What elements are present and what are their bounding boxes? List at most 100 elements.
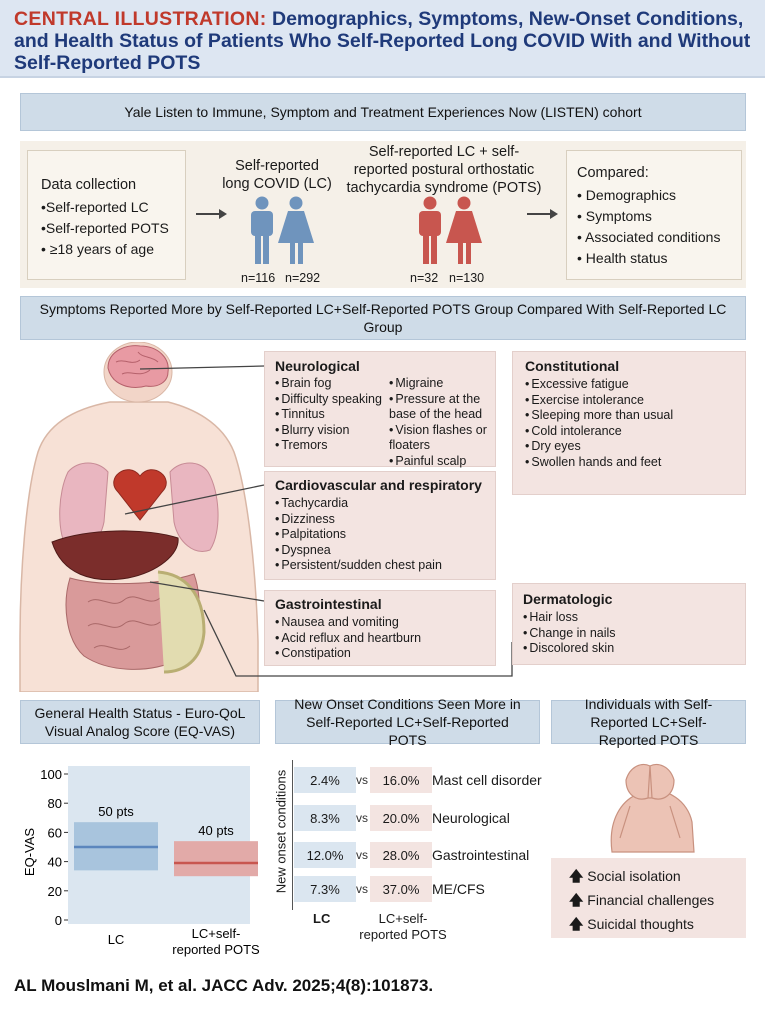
new-onset-axis-label: New onset conditions bbox=[273, 769, 289, 894]
col-lc-label: LC bbox=[313, 911, 331, 926]
y-tick-label: 100 bbox=[40, 767, 62, 782]
pots-pct: 16.0% bbox=[370, 767, 432, 793]
data-label: 40 pts bbox=[198, 823, 234, 838]
x-label-lc: LC bbox=[108, 932, 125, 947]
data-collection-item: •Self-reported POTS bbox=[41, 220, 169, 236]
gastro-list: Nausea and vomiting Acid reflux and hear… bbox=[275, 615, 485, 662]
compared-heading: Compared: bbox=[577, 165, 649, 181]
neuro-item: Brain fog bbox=[275, 376, 382, 392]
neurological-heading: Neurological bbox=[275, 358, 360, 374]
y-axis-label: EQ-VAS bbox=[22, 828, 37, 876]
vs-label: vs bbox=[356, 773, 368, 787]
brain-folds bbox=[115, 351, 159, 375]
cohort-title: Yale Listen to Immune, Symptom and Treat… bbox=[124, 104, 642, 120]
flow-arrow bbox=[527, 213, 551, 215]
up-arrow-icon: 🡅 bbox=[569, 916, 584, 932]
lc-pct: 12.0% bbox=[294, 842, 356, 868]
gastro-heading: Gastrointestinal bbox=[275, 596, 382, 612]
gastro-box: Gastrointestinal Nausea and vomiting Aci… bbox=[264, 590, 496, 666]
title-lead: CENTRAL ILLUSTRATION: bbox=[14, 8, 267, 30]
pots-group-title: Self-reported LC + self-reported postura… bbox=[346, 144, 542, 196]
vs-label: vs bbox=[356, 811, 368, 825]
new-onset-bar: New Onset Conditions Seen More in Self-R… bbox=[275, 696, 540, 748]
liver-icon bbox=[51, 530, 179, 581]
gastro-item: Constipation bbox=[275, 646, 485, 662]
lc-pct: 8.3% bbox=[294, 805, 356, 831]
pots-people-icons bbox=[419, 196, 482, 264]
right-lung-icon bbox=[169, 462, 219, 552]
constitutional-item: Sleeping more than usual bbox=[525, 408, 733, 424]
left-hand-icon bbox=[625, 763, 651, 800]
new-onset-title: New Onset Conditions Seen More in Self-R… bbox=[294, 696, 521, 748]
neurological-list-1: Brain fog Difficulty speaking Tinnitus B… bbox=[275, 376, 382, 454]
cardio-list: Tachycardia Dizziness Palpitations Dyspn… bbox=[275, 496, 485, 574]
data-collection-box: Data collection •Self-reported LC •Self-… bbox=[27, 150, 186, 280]
figure-title: CENTRAL ILLUSTRATION: Demographics, Symp… bbox=[14, 8, 754, 74]
neuro-item: Blurry vision bbox=[275, 423, 382, 439]
torso-icon bbox=[610, 790, 695, 853]
lc-pct: 7.3% bbox=[294, 876, 356, 902]
cardio-item: Palpitations bbox=[275, 527, 485, 543]
neuro-item: Pressure at the base of the head bbox=[389, 392, 497, 423]
cohort-bar: Yale Listen to Immune, Symptom and Treat… bbox=[20, 93, 746, 131]
citation: AL Mouslmani M, et al. JACC Adv. 2025;4(… bbox=[14, 976, 434, 995]
neurological-box: Neurological Brain fog Difficulty speaki… bbox=[264, 351, 497, 470]
derm-item: Discolored skin bbox=[523, 641, 735, 657]
vs-label: vs bbox=[356, 848, 368, 862]
cardio-item: Persistent/sudden chest pain bbox=[275, 558, 485, 574]
derm-list: Hair loss Change in nails Discolored ski… bbox=[523, 610, 735, 657]
derm-box: Dermatologic Hair loss Change in nails D… bbox=[512, 583, 746, 665]
right-hand-icon bbox=[649, 763, 675, 800]
condition-name: Mast cell disorder bbox=[432, 772, 542, 788]
pots-pct: 28.0% bbox=[370, 842, 432, 868]
neurological-list-2: Migraine Pressure at the base of the hea… bbox=[389, 376, 497, 470]
up-arrow-icon: 🡅 bbox=[569, 868, 584, 884]
data-collection-item: • ≥18 years of age bbox=[41, 241, 154, 257]
male-person-icon bbox=[419, 196, 441, 264]
lc-people-icons bbox=[251, 196, 314, 264]
impact-item: 🡅 Social isolation bbox=[569, 868, 681, 884]
derm-item: Hair loss bbox=[523, 610, 735, 626]
constitutional-item: Cold intolerance bbox=[525, 424, 733, 440]
health-status-title: General Health Status - Euro-QoL Visual … bbox=[34, 705, 246, 739]
cardio-heading: Cardiovascular and respiratory bbox=[275, 477, 482, 493]
axis-line bbox=[292, 760, 293, 910]
individuals-title: Individuals with Self-Reported LC+Self-R… bbox=[584, 696, 713, 748]
health-status-bar: General Health Status - Euro-QoL Visual … bbox=[20, 700, 260, 744]
new-onset-axis: New onset conditions bbox=[271, 752, 289, 912]
neuro-item: Painful scalp bbox=[389, 454, 497, 470]
lc-group-title: Self-reported long COVID (LC) bbox=[222, 158, 332, 192]
symptoms-bar: Symptoms Reported More by Self-Reported … bbox=[20, 296, 746, 340]
male-person-icon bbox=[251, 196, 273, 264]
iqr-box bbox=[174, 841, 258, 877]
x-label-pots-2: reported POTS bbox=[172, 942, 260, 957]
colon-icon bbox=[157, 570, 206, 674]
compared-item: • Health status bbox=[577, 250, 668, 266]
y-tick-label: 80 bbox=[48, 796, 62, 811]
distressed-person-illustration bbox=[610, 763, 695, 853]
constitutional-heading: Constitutional bbox=[525, 358, 620, 374]
brain-icon bbox=[107, 345, 169, 388]
derm-heading: Dermatologic bbox=[523, 591, 613, 607]
title-text: Demographics, Symptoms, New-Onset Condit… bbox=[14, 8, 751, 74]
gastro-item: Acid reflux and heartburn bbox=[275, 631, 485, 647]
up-arrow-icon: 🡅 bbox=[569, 892, 584, 908]
body-illustration bbox=[19, 342, 259, 692]
compared-item: • Associated conditions bbox=[577, 229, 721, 245]
y-tick-label: 60 bbox=[48, 825, 62, 840]
neuro-item: Tremors bbox=[275, 438, 382, 454]
cardio-item: Tachycardia bbox=[275, 496, 485, 512]
gastro-item: Nausea and vomiting bbox=[275, 615, 485, 631]
condition-name: Neurological bbox=[432, 810, 510, 826]
pots-male-count: n=32 bbox=[410, 271, 439, 285]
y-tick-label: 20 bbox=[48, 884, 62, 899]
neuro-item: Migraine bbox=[389, 376, 497, 392]
flow-arrow bbox=[196, 213, 220, 215]
female-person-icon bbox=[278, 196, 314, 264]
lc-pct: 2.4% bbox=[294, 767, 356, 793]
impact-item: 🡅 Financial challenges bbox=[569, 892, 715, 908]
constitutional-box: Constitutional Excessive fatigue Exercis… bbox=[512, 351, 746, 495]
data-collection-heading: Data collection bbox=[41, 177, 137, 193]
